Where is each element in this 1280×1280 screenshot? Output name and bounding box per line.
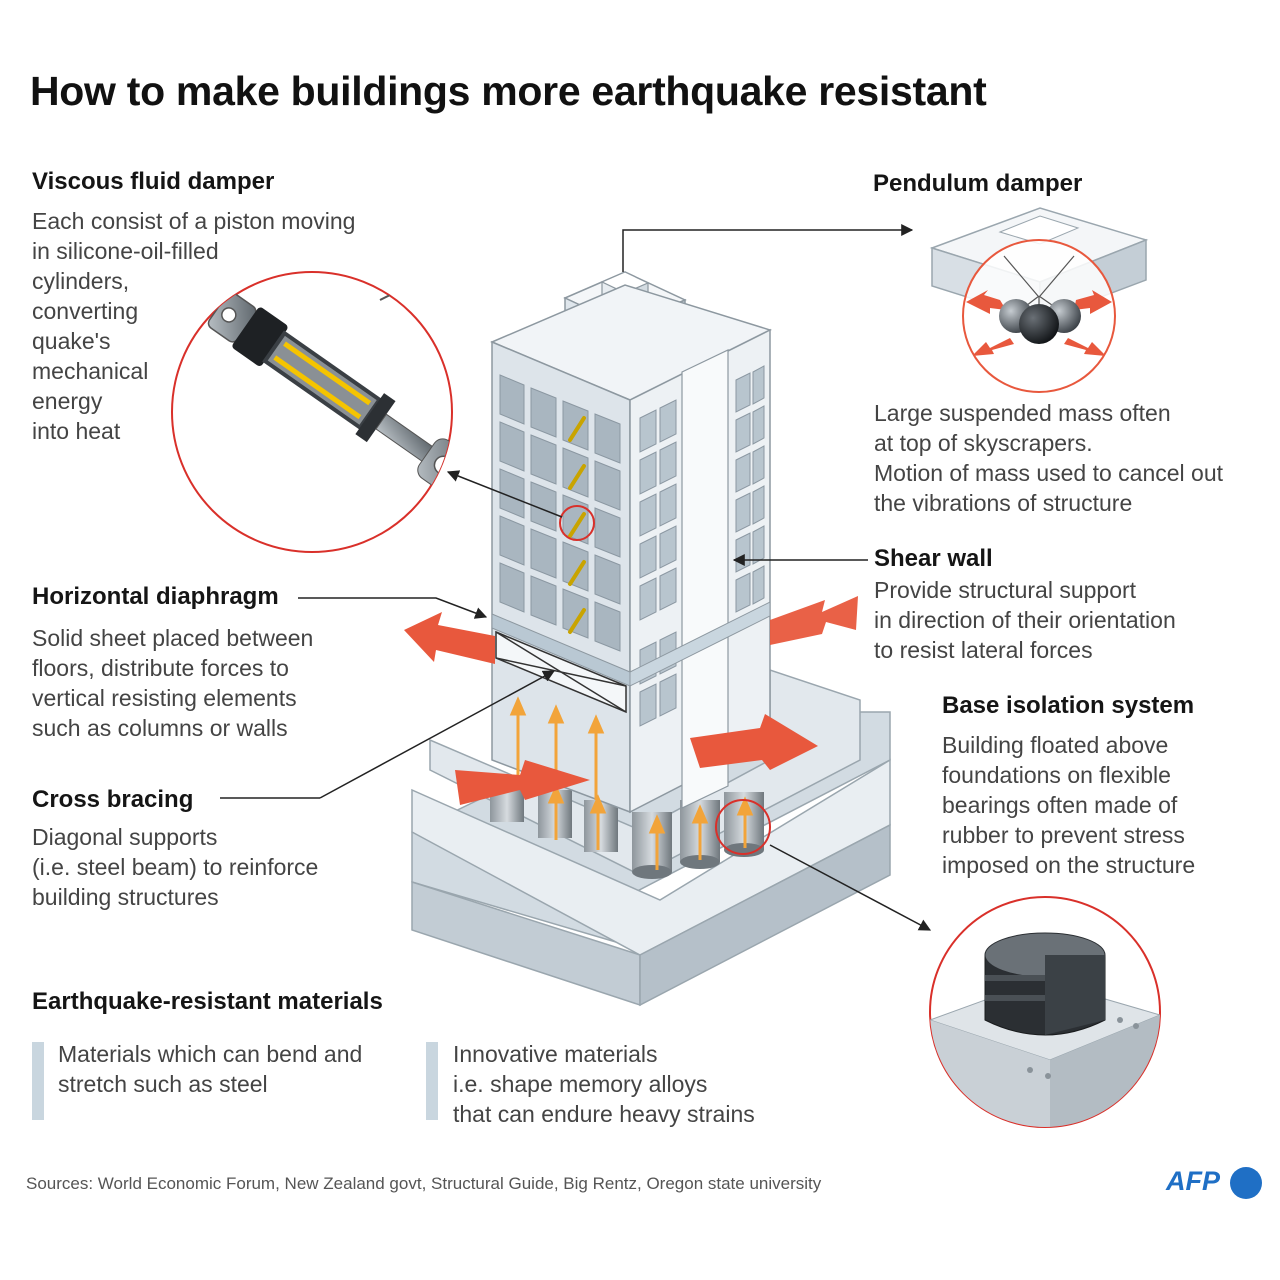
base-isolation-text: Building floated above foundations on fl… xyxy=(942,732,1196,878)
cross-bracing-heading: Cross bracing xyxy=(32,786,194,813)
sources-credit: Sources: World Economic Forum, New Zeala… xyxy=(26,1174,822,1193)
leader-lines xyxy=(220,224,932,931)
afp-logo: AFP xyxy=(1166,1166,1220,1196)
bearing-highlight-ring xyxy=(715,799,771,855)
facade-dampers xyxy=(568,416,586,634)
page-title: How to make buildings more earthquake re… xyxy=(30,68,987,114)
cross-bracing xyxy=(495,630,627,714)
materials-heading: Earthquake-resistant materials xyxy=(32,988,383,1015)
upward-force-arrows xyxy=(509,696,754,870)
materials-item-2: Innovative materials i.e. shape memory a… xyxy=(453,1041,755,1127)
damper-highlight-ring xyxy=(559,505,595,541)
base-isolation-heading: Base isolation system xyxy=(942,692,1195,719)
viscous-damper-text: Each consist of a piston moving in silic… xyxy=(32,208,356,444)
pendulum-damper-text: Large suspended mass often at top of sky… xyxy=(874,400,1224,516)
lateral-force-arrows xyxy=(404,596,858,805)
materials-item-1: Materials which can bend and stretch suc… xyxy=(58,1041,363,1097)
pendulum-mass-icon xyxy=(962,239,1116,393)
viscous-damper-heading: Viscous fluid damper xyxy=(32,168,275,195)
shear-wall-text: Provide structural support in direction … xyxy=(874,577,1176,663)
horizontal-diaphragm-text: Solid sheet placed between floors, distr… xyxy=(32,625,314,741)
materials-bar-1 xyxy=(32,1042,44,1120)
shear-wall-heading: Shear wall xyxy=(874,545,993,572)
diaphragm-band xyxy=(491,601,771,687)
pendulum-damper-heading: Pendulum damper xyxy=(873,170,1083,197)
materials-bar-2 xyxy=(426,1042,438,1120)
horizontal-diaphragm-heading: Horizontal diaphragm xyxy=(32,583,279,610)
windows-left xyxy=(499,374,621,652)
cross-bracing-text: Diagonal supports (i.e. steel beam) to r… xyxy=(32,824,319,910)
rubber-bearing-icon xyxy=(929,896,1161,1128)
viscous-damper-icon xyxy=(171,271,453,553)
afp-logo-dot xyxy=(1230,1167,1262,1199)
